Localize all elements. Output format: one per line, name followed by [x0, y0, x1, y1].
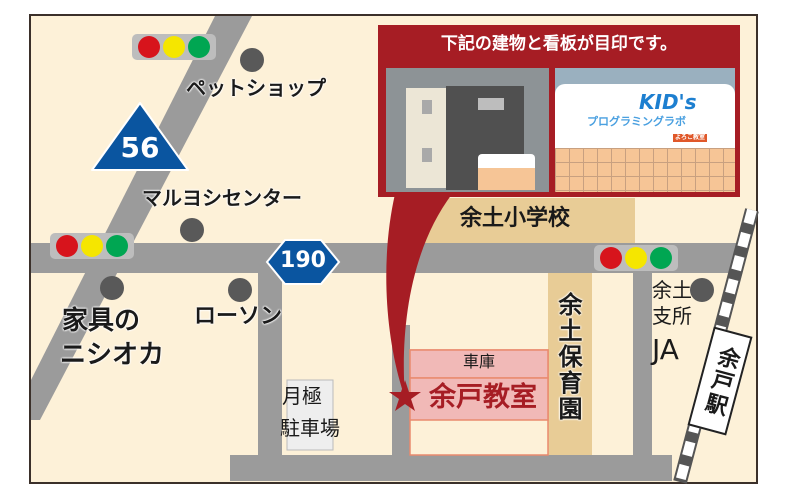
ja-label-line1: 余土	[652, 278, 692, 302]
nursery-label: 余土保育園	[554, 292, 582, 422]
school-label: 余土小学校	[460, 206, 571, 231]
diagonal-road	[31, 16, 252, 420]
classroom-label: 余戸教室	[429, 382, 537, 413]
parking-lot	[286, 379, 334, 451]
signboard-photo: KID's プログラミングラボ よろこ教室	[555, 68, 735, 192]
parking-label-line1: 月極	[282, 384, 322, 408]
route-56-sign	[91, 102, 189, 171]
traffic-light-icon	[50, 233, 134, 259]
traffic-light-icon	[594, 245, 678, 271]
garage-label: 車庫	[462, 352, 495, 371]
route-190-sign	[265, 239, 341, 285]
parking-label-line2: 駐車場	[280, 416, 340, 440]
furniture-label-line1: 家具の	[62, 306, 141, 336]
classroom-area	[409, 377, 549, 421]
ja-label-line3: JA	[652, 333, 679, 366]
school-block	[418, 198, 635, 243]
side-road-lawson	[258, 273, 282, 458]
landmark-dot-icon	[690, 278, 714, 302]
sign-small: よろこ教室	[673, 134, 708, 142]
lawson-label: ローソン	[194, 304, 283, 329]
callout-pointer	[386, 194, 452, 398]
sign-logo: KID's	[639, 90, 697, 114]
side-road-ja	[633, 273, 652, 458]
garage-area	[409, 349, 549, 379]
traffic-light-icon	[132, 34, 216, 60]
callout-title: 下記の建物と看板が目印です。	[440, 34, 678, 54]
building-photo	[386, 68, 549, 192]
furniture-label-line2: ニシオカ	[60, 340, 165, 370]
star-icon	[389, 380, 421, 411]
route-56-label: 56	[120, 131, 160, 164]
landmark-dot-icon	[228, 278, 252, 302]
nursery-block	[548, 273, 592, 455]
bottom-road	[230, 455, 672, 481]
landmark-dot-icon	[100, 276, 124, 300]
sign-subtitle: プログラミングラボ	[587, 115, 686, 128]
landmark-dot-icon	[180, 218, 204, 242]
route-190-label: 190	[280, 248, 326, 273]
landmark-dot-icon	[240, 48, 264, 72]
ja-label-line2: 支所	[652, 304, 692, 328]
pet-shop-label: ペットショップ	[186, 76, 326, 100]
maruyoshi-label: マルヨシセンター	[142, 186, 302, 210]
